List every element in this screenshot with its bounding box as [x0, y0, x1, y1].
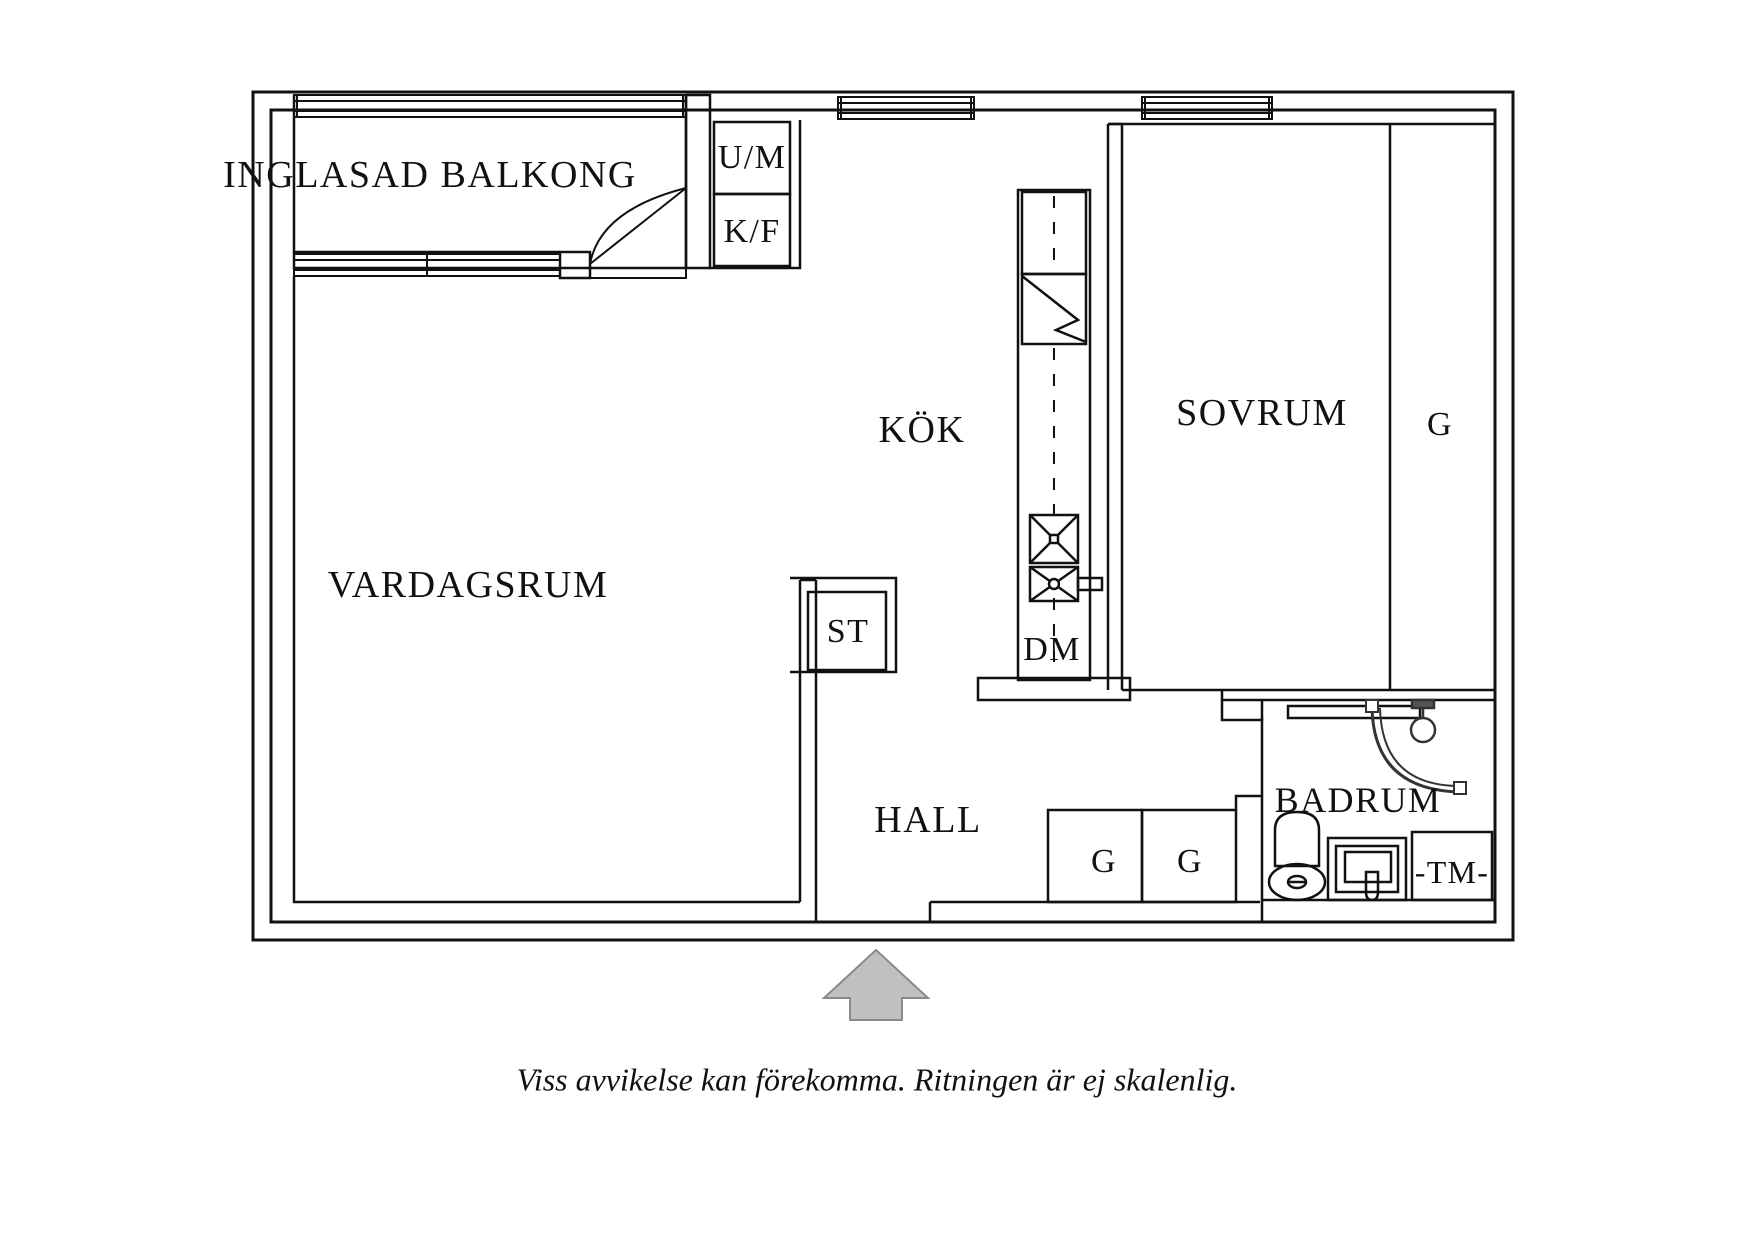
entrance-arrow [821, 948, 931, 1021]
balcony-top-glazing [293, 94, 687, 118]
fixture-label-hall-wardrobe-2: G [1177, 843, 1203, 880]
fixture-label-dishwasher: DM [1023, 631, 1081, 668]
room-label-bathroom: BADRUM [1274, 780, 1442, 820]
hall-wardrobes [1046, 808, 1238, 904]
room-label-kitchen: KÖK [878, 409, 966, 451]
kitchen-left-wall [686, 93, 712, 270]
fixture-label-hall-wardrobe-1: G [1091, 843, 1117, 880]
living-room-walls [292, 95, 818, 904]
shower-head [1409, 698, 1437, 744]
fixture-label-washing-machine: -TM- [1414, 854, 1490, 890]
cooktop-symbol [1028, 513, 1080, 565]
kitchen-appliance-column [708, 120, 802, 270]
room-label-balcony: INGLASAD BALKONG [223, 154, 637, 196]
balcony-bottom-glazing [293, 253, 561, 277]
kitchen-window [837, 96, 975, 120]
room-label-living-room: VARDAGSRUM [327, 564, 609, 606]
sink-vanity [1326, 836, 1408, 902]
fixture-label-bedroom-wardrobe: G [1427, 406, 1453, 443]
fixture-label-washer-dryer: U/M [717, 139, 787, 176]
toilet-fixture [1267, 810, 1327, 902]
sink-symbol [1028, 565, 1104, 603]
balcony-door [558, 187, 687, 280]
kitchen-island [976, 188, 1132, 702]
fixture-label-fridge-freezer: K/F [723, 213, 781, 250]
room-label-bedroom: SOVRUM [1176, 392, 1348, 434]
disclaimer-text: Viss avvikelse kan förekomma. Ritningen … [516, 1061, 1238, 1098]
storage-closet-box [790, 576, 898, 674]
bathroom-walls [1234, 718, 1495, 924]
shower-rail [1365, 699, 1467, 795]
bedroom-counter [1220, 690, 1495, 722]
bedroom-walls [1106, 122, 1495, 692]
room-label-hall: HALL [874, 799, 982, 841]
hall-walls [814, 900, 1260, 924]
fixture-label-storage-closet: ST [826, 613, 870, 650]
bedroom-window [1141, 96, 1273, 120]
